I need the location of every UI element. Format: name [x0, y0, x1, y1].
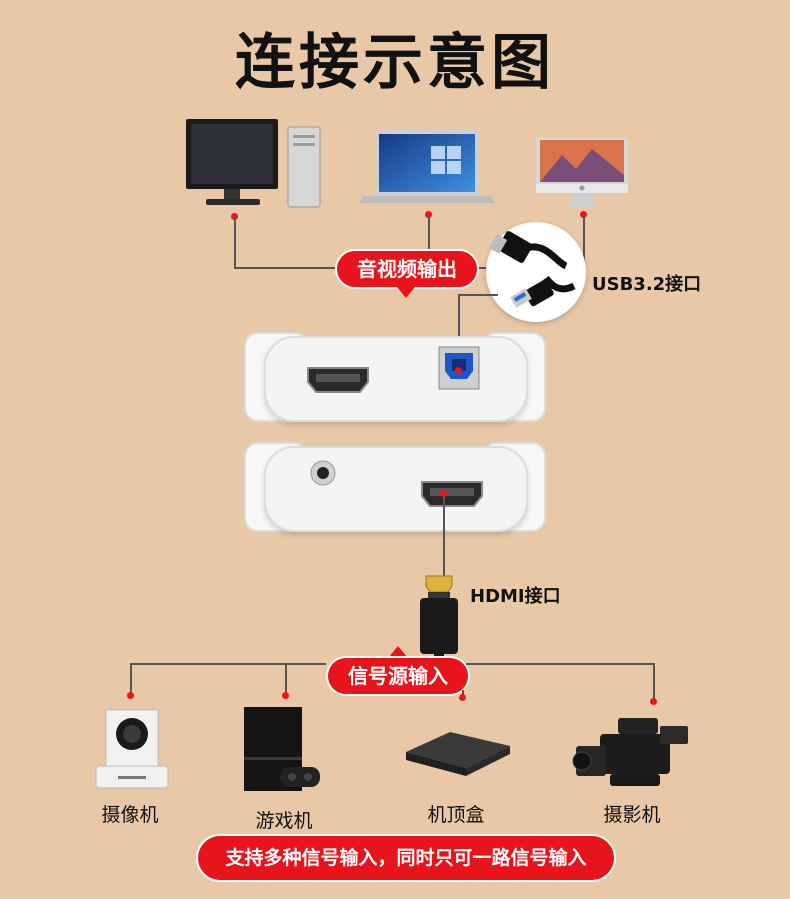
- hdmi-out-port-icon: [306, 366, 370, 396]
- audio-jack-icon: [308, 458, 338, 488]
- connection-dot: [455, 367, 462, 374]
- connector-line: [428, 216, 430, 250]
- output-pill: 音视频输出: [335, 249, 479, 289]
- connector-line: [130, 663, 326, 665]
- device-label-camera: 摄像机: [70, 800, 190, 827]
- connector-line: [285, 663, 287, 693]
- connector-line: [234, 267, 344, 269]
- hdmi-label: HDMI接口: [470, 582, 561, 608]
- usb-cable-icon: [486, 222, 586, 322]
- usb-cable-bubble: [486, 222, 586, 322]
- device-label-settopbox: 机顶盒: [396, 800, 516, 827]
- hdmi-in-port-icon: [420, 480, 484, 510]
- connection-dot: [459, 694, 466, 701]
- hdmi-cable-icon: [414, 574, 464, 660]
- desktop-computer-icon: [180, 115, 325, 210]
- input-pill: 信号源输入: [326, 656, 470, 696]
- connection-dot: [650, 698, 657, 705]
- ptz-camera-icon: [92, 702, 172, 792]
- page-title: 连接示意图: [0, 14, 790, 101]
- imac-icon: [532, 135, 632, 215]
- connector-line: [130, 663, 132, 693]
- device-back-panel: [264, 336, 528, 422]
- connector-line: [443, 496, 445, 582]
- connector-line: [458, 294, 498, 296]
- device-front-panel: [264, 446, 528, 532]
- set-top-box-icon: [398, 722, 518, 782]
- laptop-icon: [355, 128, 500, 208]
- connector-line: [466, 663, 654, 665]
- connection-dot: [282, 692, 289, 699]
- pill-arrow: [397, 287, 415, 298]
- footer-note: 支持多种信号输入，同时只可一路信号输入: [196, 834, 616, 882]
- camcorder-icon: [570, 712, 695, 792]
- usb-label: USB3.2接口: [592, 270, 701, 296]
- device-label-camcorder: 摄影机: [572, 800, 692, 827]
- device-label-console: 游戏机: [224, 806, 344, 833]
- connector-line: [653, 663, 655, 699]
- connection-dot: [127, 692, 134, 699]
- game-console-icon: [240, 705, 330, 793]
- connector-line: [234, 218, 236, 268]
